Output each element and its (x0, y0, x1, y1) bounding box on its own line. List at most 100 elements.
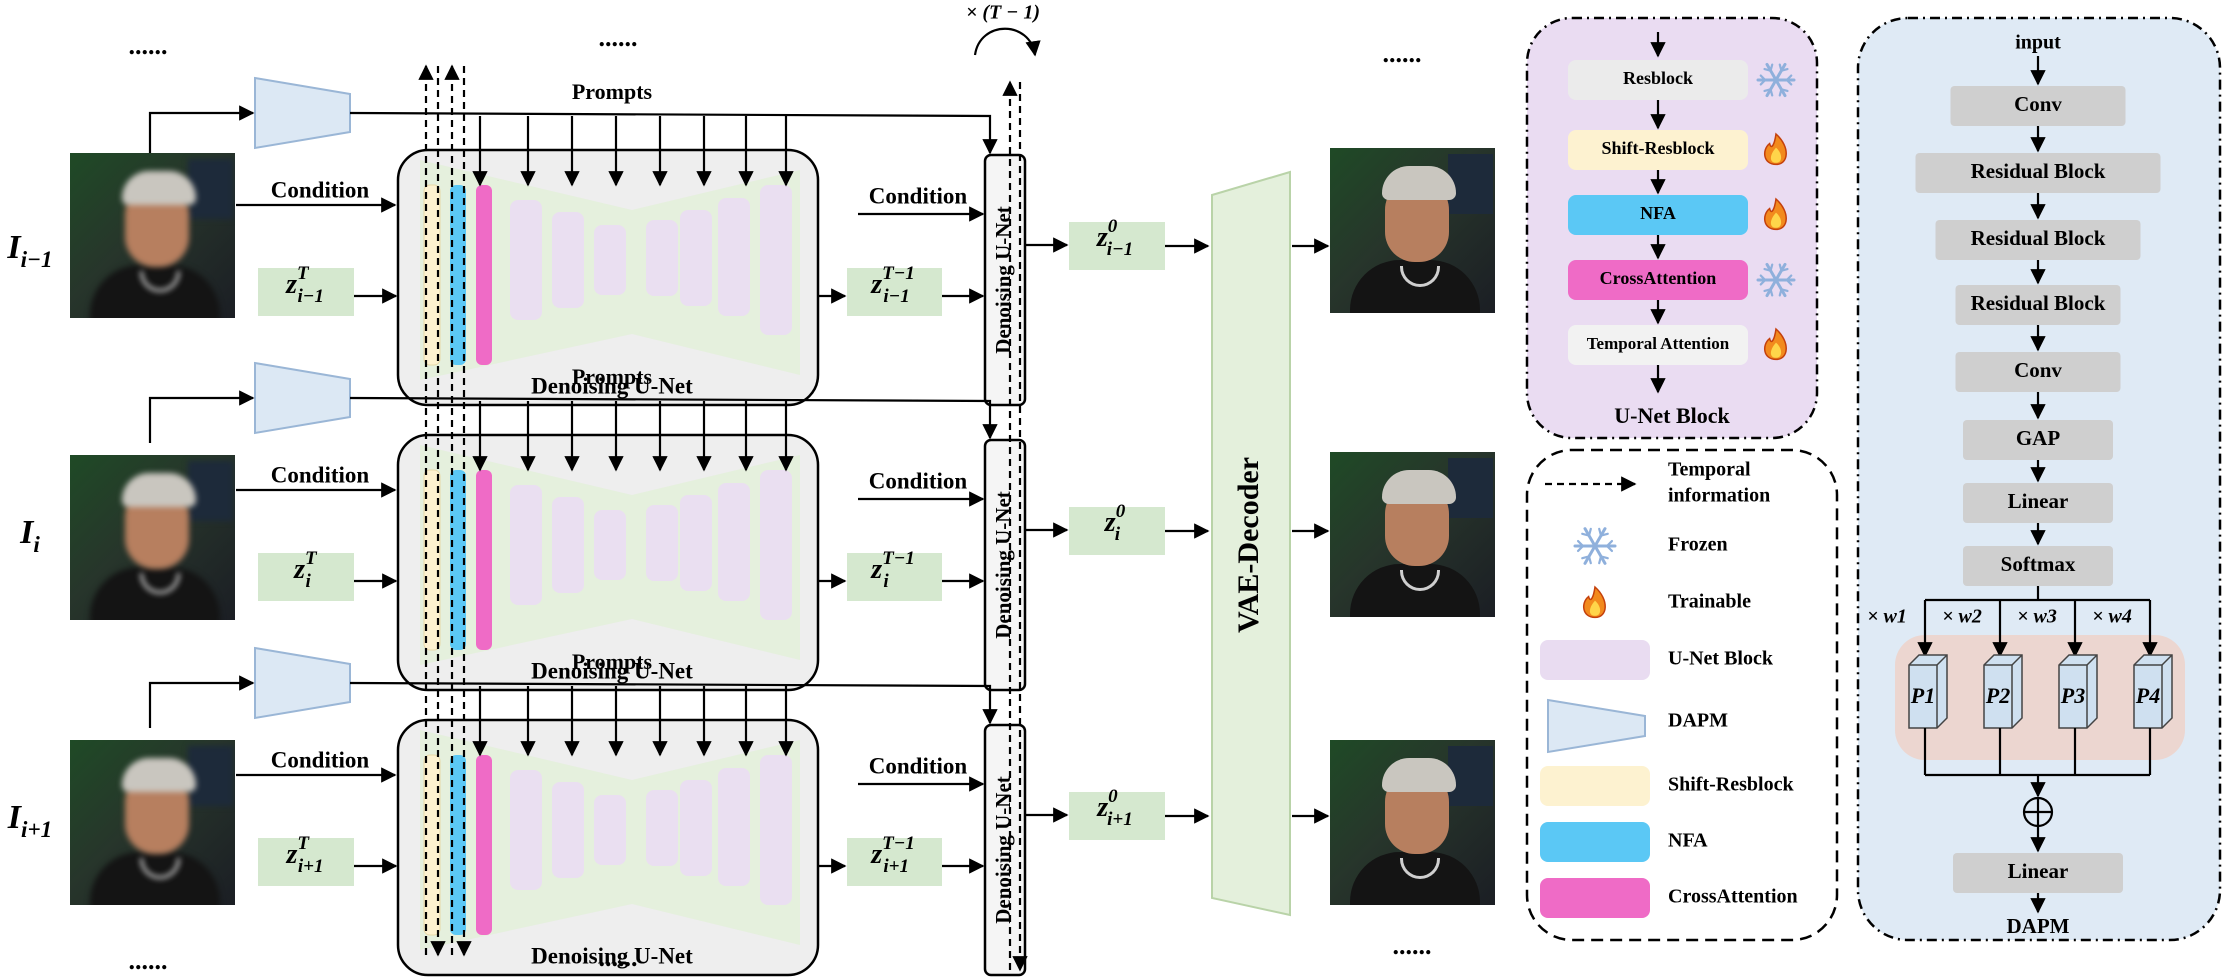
ellipsis-label: ...... (599, 23, 638, 52)
photo-hair (1382, 758, 1456, 792)
pool-cube-edge (1936, 654, 1948, 666)
pool-label: P1 (1910, 683, 1935, 708)
intermediate-latent-base: z (870, 269, 882, 300)
dapm-block-label: Linear (2008, 859, 2069, 883)
weight-label: × w1 (1867, 606, 1907, 628)
snowflake-branch (1605, 539, 1614, 548)
photo-sign (1448, 154, 1493, 214)
prompts-arrow (349, 681, 998, 725)
clean-latent-box (1069, 222, 1165, 270)
ellipsis-label: ...... (129, 946, 168, 975)
clean-latent-sub: i+1 (1107, 810, 1133, 831)
snowflake-branch (1599, 532, 1609, 537)
clean-latent-sup: 0 (1108, 217, 1118, 238)
unet-block-bar (552, 782, 584, 878)
unet-block-bar (760, 185, 792, 335)
intermediate-latent-sub: i−1 (883, 287, 909, 308)
unet-block-bar (552, 212, 584, 308)
flame-icon (1582, 585, 1606, 619)
vae-decoder-label: VAE-Decoder (1232, 457, 1265, 633)
prompts-arrow (349, 396, 998, 440)
snowflake-branch (1598, 555, 1603, 565)
legend-label: Frozen (1668, 534, 1728, 556)
photo-hair (122, 758, 196, 792)
dapm-input-label: input (2015, 32, 2061, 54)
denoising-unet-label: Denoising U-Net (531, 373, 693, 398)
dapm-trapezoid (254, 76, 351, 150)
prompts-label: Prompts (572, 79, 653, 104)
unet-block-item (1568, 130, 1748, 170)
input-frame-image (70, 455, 235, 620)
dapm-trapezoid (254, 646, 351, 720)
unet-block-item (1568, 325, 1748, 365)
unet-block-bar (552, 497, 584, 593)
unet-block-bar (680, 495, 712, 591)
intermediate-latent-sub: i (883, 572, 889, 593)
input-frame-image (70, 153, 235, 318)
snowflake-branch (1780, 267, 1789, 272)
photo-hair (1382, 470, 1456, 504)
dapm-block-label: GAP (2016, 426, 2061, 450)
image-to-dapm-arrow (148, 105, 255, 158)
snowflake-branch (1576, 544, 1585, 553)
narrow-unet-box (983, 438, 1027, 692)
clean-latent-sup: 0 (1116, 502, 1126, 523)
condition-label: Condition (869, 468, 968, 493)
dapm-block (1955, 285, 2121, 325)
dapm-block (1915, 153, 2161, 193)
dapm-block (1950, 86, 2126, 126)
legend-frame (1525, 448, 1839, 942)
flame-icon (1763, 197, 1787, 231)
crossattention-bar (476, 755, 492, 935)
flame-inner (1770, 147, 1782, 163)
noise-latent-sub: i+1 (298, 857, 324, 878)
unet-block-bar (594, 510, 626, 580)
flame-inner (1770, 342, 1782, 358)
snowflake-branch (1587, 527, 1592, 537)
pool-cube-edge (2161, 654, 2173, 666)
photo-hair (122, 171, 196, 205)
unet-block-title: U-Net Block (1614, 403, 1730, 428)
flame-icon (1763, 327, 1787, 361)
ellipsis-label: ...... (1393, 931, 1432, 960)
intermediate-latent-sup: T−1 (882, 264, 915, 285)
noise-latent-sup: T (297, 264, 310, 285)
dapm-block-label: Softmax (2001, 552, 2076, 576)
image-to-dapm-arrow (148, 675, 255, 728)
snowflake-branch (1769, 63, 1774, 72)
vae-decoder-shape (1211, 170, 1291, 917)
unet-block-bar (718, 768, 750, 886)
dapm-block (1935, 220, 2141, 260)
condition-label: Condition (271, 177, 370, 202)
photo-sign (188, 746, 233, 806)
dapm-block (1963, 546, 2113, 586)
crossattention-bar (476, 470, 492, 650)
snowflake-branch (1759, 274, 1767, 282)
noise-latent-box (258, 553, 354, 601)
dapm-block (1953, 853, 2123, 893)
unet-block-item (1568, 60, 1748, 100)
legend-label: U-Net Block (1668, 648, 1774, 670)
condition-label: Condition (869, 183, 968, 208)
ellipsis-label: ...... (129, 31, 168, 60)
unet-block-bar (646, 220, 678, 296)
snowflake-branch (1581, 555, 1591, 560)
narrow-unet-label: Denoising U-Net (991, 206, 1015, 354)
input-frame-image (70, 740, 235, 905)
legend-label: Shift-Resblock (1668, 774, 1794, 796)
dapm-block-label: Residual Block (1971, 159, 2106, 183)
crossattention-bar (476, 185, 492, 365)
noise-latent-base: z (285, 839, 297, 870)
legend-label: Temporal (1668, 459, 1751, 481)
intermediate-latent-box (847, 268, 942, 316)
dapm-block (1963, 420, 2113, 460)
clean-latent-sub: i (1115, 525, 1121, 546)
